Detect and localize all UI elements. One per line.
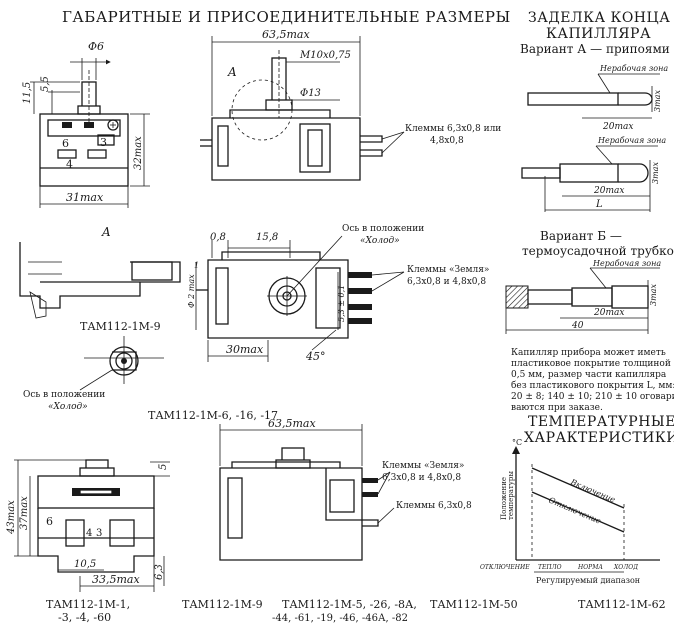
dim-5: 5 xyxy=(158,464,169,470)
callout-zemlya-2: Клеммы «Земля» xyxy=(382,461,464,471)
len-l: L xyxy=(595,199,603,210)
temp-label-off: Отключение xyxy=(547,496,602,526)
temp-x-cold: ХОЛОД xyxy=(613,564,638,571)
dim-15-8: 15,8 xyxy=(256,232,278,243)
dim-phi1: 1 xyxy=(194,261,199,270)
note-line-1: Капилляр прибора может иметь xyxy=(511,347,666,358)
knob-detail xyxy=(79,336,164,391)
len-40: 40 xyxy=(571,321,584,331)
temp-heading-line1: ТЕМПЕРАТУРНЫЕ xyxy=(528,414,674,430)
axis-position-label-1b: «Холод» xyxy=(48,402,88,412)
capillary-variant-a-2 xyxy=(521,145,658,212)
dim-m10: M10x0,75 xyxy=(299,50,351,61)
dim-31max: 31max xyxy=(66,191,104,204)
detail-label-a-small: A xyxy=(101,225,111,239)
variant-a-title: Вариант А — припоями xyxy=(520,42,670,56)
temp-label-on: Включение xyxy=(568,477,617,504)
terminal-number-4b: 4 xyxy=(86,528,92,539)
terminal-number-3b: 3 xyxy=(96,528,102,539)
nonwork-zone-1: Нерабочая зона xyxy=(599,64,668,73)
model-tam-1-3-4-60-line1: ТАМ112-1М-1, xyxy=(46,598,130,611)
nonwork-zone-2: Нерабочая зона xyxy=(597,136,666,145)
callout-klemmy-1b: 4,8x0,8 xyxy=(430,136,464,146)
model-tam-1-3-4-60-line2: -3, -4, -60 xyxy=(58,611,111,624)
capillary-variant-a-1 xyxy=(527,73,660,119)
note-line-6: ваются при заказе. xyxy=(511,403,603,413)
middle-center-main-view xyxy=(195,235,405,362)
variant-b-title-2: термоусадочной трубкой xyxy=(522,244,674,258)
temp-range-label: Регулируемый диапазон xyxy=(536,576,640,585)
variant-b-title-1: Вариант Б — xyxy=(540,229,622,243)
terminal-number-6b: 6 xyxy=(46,515,53,528)
dim-0-8: 0,8 xyxy=(210,232,226,243)
len-20max-2: 20max xyxy=(593,186,624,196)
dim-45deg: 45° xyxy=(305,350,326,363)
dim-37max: 37max xyxy=(19,496,30,530)
dim-33-5max: 33,5max xyxy=(92,573,140,586)
bottom-left-front-view xyxy=(14,459,170,592)
dim-63-5max-bottom: 63,5max xyxy=(268,417,316,430)
dim-11-5: 11,5 xyxy=(22,82,33,104)
len-20max-3: 20max xyxy=(593,308,624,318)
callout-zemlya-1: Клеммы «Земля» xyxy=(407,265,489,275)
axis-position-label-1: Ось в положении xyxy=(23,390,105,400)
model-tam-9-lower: ТАМ112-1М-9 xyxy=(182,598,263,611)
model-tam-5-26-line2: -44, -61, -19, -46, -46А, -82 xyxy=(272,613,408,624)
nonwork-zone-3: Нерабочая зона xyxy=(592,259,661,268)
len-20max-1: 20max xyxy=(602,122,633,132)
dim-5-3: 5,3 ± 0,1 xyxy=(337,285,346,322)
callout-zemlya-2b: 6,3x0,8 и 4,8x0,8 xyxy=(382,473,461,483)
dim-6-3: 6,3 xyxy=(154,564,165,580)
dim-10-5: 10,5 xyxy=(74,559,96,570)
terminal-number-3: 3 xyxy=(100,136,107,149)
bottom-center-side-view xyxy=(219,424,395,561)
temp-heading-line2: ХАРАКТЕРИСТИКИ xyxy=(524,430,674,446)
capillary-variant-b xyxy=(505,267,660,334)
model-tam-6-16-17: ТАМ112-1М-6, -16, -17 xyxy=(148,409,278,422)
main-heading: ГАБАРИТНЫЕ И ПРИСОЕДИНИТЕЛЬНЫЕ РАЗМЕРЫ xyxy=(62,8,511,26)
dim-phi6: Φ6 xyxy=(88,40,104,53)
top-center-side-view xyxy=(200,36,405,181)
model-tam-62: ТАМ112-1М-62 xyxy=(578,598,666,611)
note-line-2: пластиковое покрытие толщиной xyxy=(511,359,671,369)
callout-klemmy-1: Клеммы 6,3x0,8 или xyxy=(405,124,501,134)
h3max-3: 3max xyxy=(649,284,658,306)
dim-43max: 43max xyxy=(6,500,17,535)
note-line-3: 0,5 мм, размер части капилляра xyxy=(511,370,667,380)
dim-32max: 32max xyxy=(133,136,144,170)
note-line-4: без пластикового покрытия L, мм: xyxy=(511,380,674,391)
temp-x-warm: ТЕПЛО xyxy=(538,564,562,571)
model-tam-9-upper: ТАМ112-1М-9 xyxy=(80,320,161,333)
dim-phi2: Φ 2 max xyxy=(187,274,196,308)
top-left-front-view xyxy=(30,58,150,208)
note-line-5: 20 ± 8; 140 ± 10; 210 ± 10 оговари- xyxy=(511,392,674,402)
model-tam-50: ТАМ112-1М-50 xyxy=(430,598,518,611)
callout-klemmy-2: Клеммы 6,3x0,8 xyxy=(396,501,472,511)
sealing-heading-line1: ЗАДЕЛКА КОНЦА xyxy=(528,10,670,26)
terminal-number-6: 6 xyxy=(62,137,69,150)
temp-line-on xyxy=(531,467,625,509)
temp-x-norm: НОРМА xyxy=(577,564,603,571)
temp-line-off xyxy=(531,491,625,533)
temp-y-label-1: Положение xyxy=(500,477,508,520)
dim-phi13: Φ13 xyxy=(300,88,321,99)
dim-5-5: 5,5 xyxy=(40,76,51,92)
temp-x-off: ОТКЛЮЧЕНИЕ xyxy=(480,564,530,571)
axis-position-label-2: Ось в положении xyxy=(342,224,424,234)
dim-63-5max-top: 63,5max xyxy=(262,28,310,41)
sealing-heading-line2: КАПИЛЛЯРА xyxy=(546,26,651,42)
dim-30max: 30max xyxy=(226,343,264,356)
temp-unit: °C xyxy=(512,438,522,447)
model-tam-5-26-line1: ТАМ112-1М-5, -26, -8А, xyxy=(282,598,417,611)
terminal-number-4: 4 xyxy=(66,158,73,171)
callout-zemlya-1b: 6,3x0,8 и 4,8x0,8 xyxy=(407,277,486,287)
middle-left-detail xyxy=(19,242,181,319)
axis-position-label-2b: «Холод» xyxy=(360,236,400,246)
detail-label-a: A xyxy=(227,65,237,79)
h3max-1: 3max xyxy=(653,90,662,112)
temp-chart xyxy=(512,446,660,573)
temp-y-label-2: температуры xyxy=(507,471,515,520)
h3max-2: 3max xyxy=(651,162,660,184)
